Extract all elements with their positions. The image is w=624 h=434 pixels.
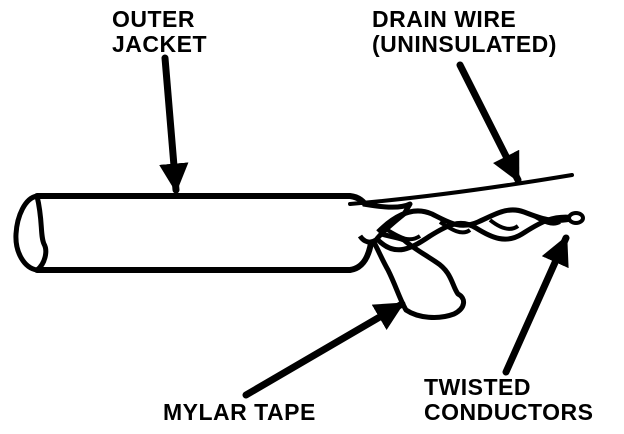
drain-wire-label-line2: (UNINSULATED) <box>372 31 557 57</box>
drain-wire <box>348 173 574 206</box>
twisted-conductors-label-line1: TWISTED <box>424 374 531 400</box>
drain-wire-label: DRAIN WIRE (UNINSULATED) <box>372 7 557 57</box>
outer-jacket-label-line1: OUTER <box>112 6 195 32</box>
outer-jacket-label: OUTER JACKET <box>112 7 207 57</box>
outer-jacket <box>13 193 376 273</box>
arrow-drain-wire <box>456 61 522 184</box>
pointer-arrows <box>159 54 570 399</box>
twisted-conductors-label: TWISTED CONDUCTORS <box>424 375 593 425</box>
drain-wire-label-line1: DRAIN WIRE <box>372 6 517 32</box>
outer-jacket-label-line2: JACKET <box>112 31 208 57</box>
arrow-mylar-tape <box>242 300 406 399</box>
arrow-twisted-conductors <box>502 234 570 376</box>
twisted-conductors-label-line2: CONDUCTORS <box>424 399 594 425</box>
arrow-outer-jacket <box>159 54 189 194</box>
mylar-tape-label-text: MYLAR TAPE <box>163 399 316 425</box>
mylar-tape-label: MYLAR TAPE <box>163 400 316 425</box>
twisted-conductors <box>376 207 585 253</box>
